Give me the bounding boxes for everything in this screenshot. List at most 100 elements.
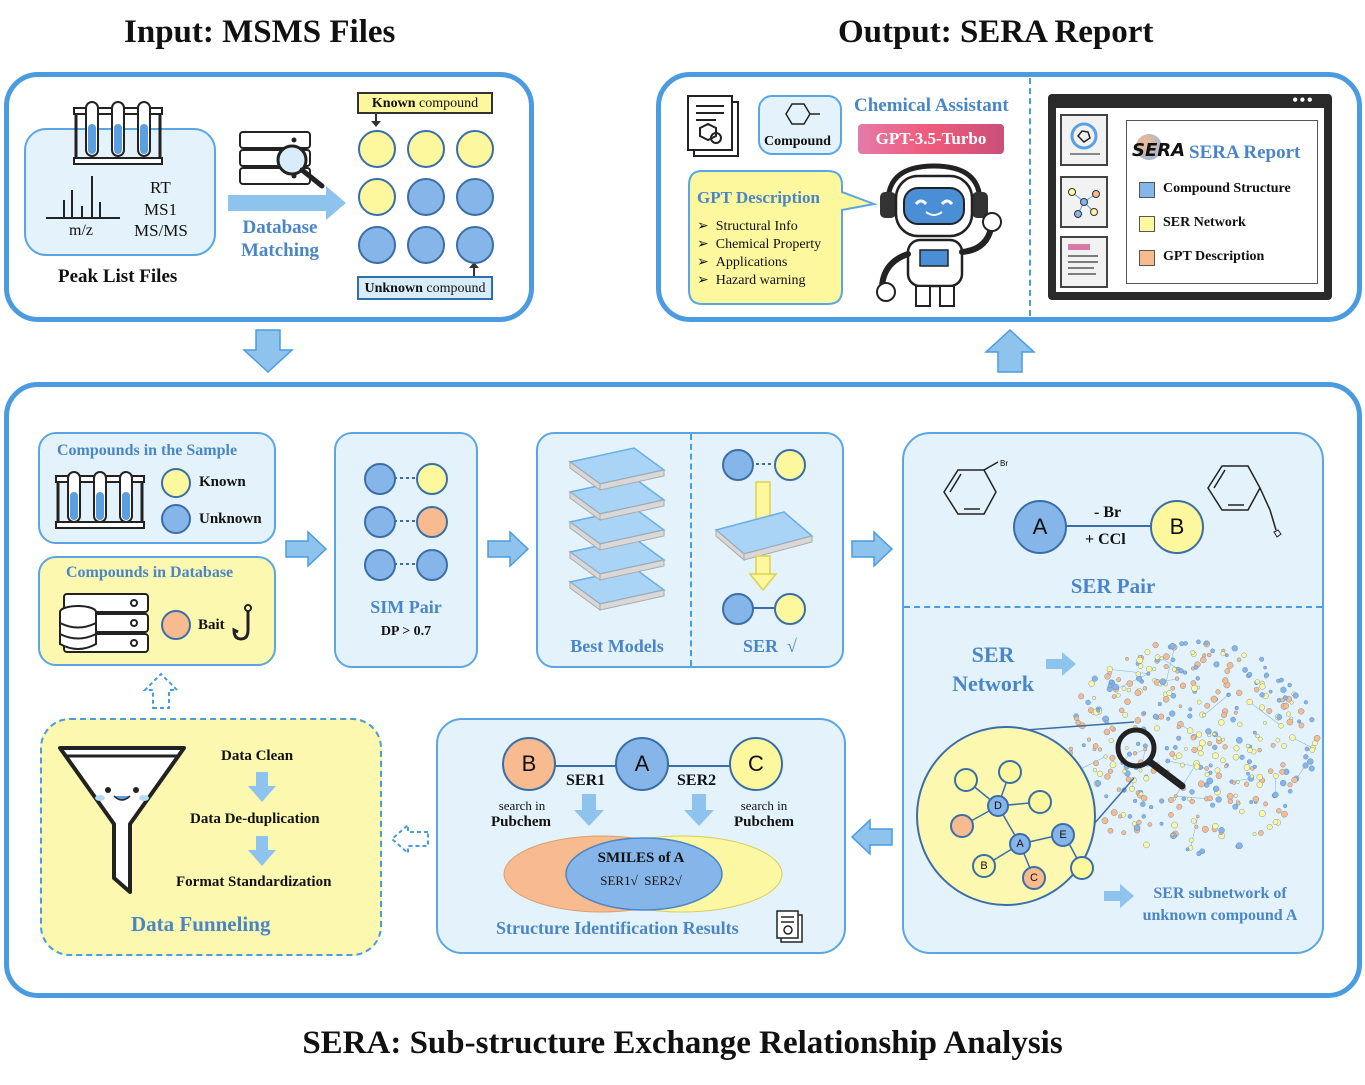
- network-node: [1243, 781, 1250, 787]
- ser-check-label: SER √: [743, 636, 797, 656]
- ser-network-cloud: [1062, 639, 1321, 857]
- network-node: [1112, 683, 1119, 691]
- network-node: [1215, 689, 1221, 695]
- network-node: [1204, 772, 1210, 777]
- network-node: [1257, 736, 1263, 742]
- network-node: [1201, 825, 1209, 833]
- network-node: [1109, 754, 1116, 761]
- network-node: [1236, 737, 1243, 744]
- gpt-description-list: ➢ Structural Info ➢ Chemical Property ➢ …: [697, 218, 821, 290]
- list-item: ➢ Hazard warning: [697, 273, 806, 288]
- network-node: [1111, 694, 1117, 699]
- network-node: [1193, 664, 1199, 670]
- network-node: [1116, 677, 1122, 682]
- network-node: [1124, 746, 1129, 750]
- network-node: [1138, 791, 1144, 797]
- window-menu-icon: •••: [1292, 90, 1314, 110]
- network-node: [1280, 686, 1287, 693]
- network-node: [1124, 698, 1131, 705]
- benzyl-chloride-icon: [1207, 465, 1282, 538]
- rt-label: RT: [150, 178, 171, 197]
- pair-node-a: A: [1013, 500, 1067, 554]
- network-node: [1246, 771, 1250, 776]
- unknown-compound-circle: [364, 506, 396, 538]
- network-node: [1178, 668, 1184, 674]
- network-node: [1170, 692, 1177, 699]
- network-node: [1287, 682, 1292, 688]
- network-node: [1176, 803, 1183, 810]
- network-node: [1236, 780, 1240, 784]
- compound-label: Compound: [764, 134, 831, 149]
- output-divider: [1029, 78, 1031, 316]
- network-node: [1313, 734, 1321, 742]
- structure-thumb-icon: [1070, 122, 1100, 155]
- network-node: [1126, 680, 1133, 687]
- network-node: [1233, 745, 1240, 752]
- best-models-label: Best Models: [570, 636, 664, 656]
- network-node: [1278, 723, 1284, 729]
- network-node: [1190, 680, 1197, 686]
- chemical-assistant-label: Chemical Assistant: [854, 95, 1009, 116]
- sample-title: Compounds in the Sample: [57, 442, 238, 459]
- network-node: [1212, 822, 1219, 830]
- network-node: [1169, 710, 1176, 717]
- network-node: [1281, 810, 1288, 818]
- network-node: [1283, 803, 1288, 808]
- network-node: [1197, 780, 1205, 788]
- network-node: [1169, 751, 1175, 757]
- network-node: [1091, 675, 1098, 682]
- sera-logo-text: SERA: [1132, 140, 1186, 161]
- peak-list-label: Peak List Files: [58, 266, 178, 287]
- network-node: [1279, 779, 1287, 787]
- network-node: [1165, 758, 1170, 764]
- network-node: [1170, 685, 1176, 691]
- network-node: [1272, 773, 1279, 779]
- report-thumb-structure: [1060, 114, 1108, 166]
- network-node: [1239, 754, 1245, 760]
- sim-pair-links: [394, 477, 418, 565]
- network-node: [1107, 768, 1114, 774]
- network-node: [1189, 789, 1195, 795]
- network-node: [1109, 761, 1117, 769]
- ms1-label: MS1: [144, 200, 178, 219]
- network-node: [1159, 678, 1167, 686]
- network-node: [1286, 711, 1292, 717]
- network-node: [1213, 661, 1220, 668]
- network-node: [1210, 802, 1216, 808]
- network-node: [1166, 716, 1171, 721]
- network-node: [1141, 795, 1148, 802]
- legend-structure: Compound Structure: [1163, 181, 1291, 196]
- network-node: [1215, 796, 1222, 803]
- gpt-description-bubble: [688, 170, 878, 305]
- network-node: [1132, 751, 1138, 756]
- unknown-label: Unknown: [199, 511, 262, 527]
- network-node: [1227, 798, 1234, 805]
- network-node: [1246, 759, 1252, 765]
- network-node: [1163, 664, 1169, 670]
- unknown-compound-circle: [358, 226, 396, 264]
- arrow-down-icon: [574, 794, 604, 826]
- network-node: [1287, 789, 1293, 794]
- network-node: [1195, 814, 1200, 819]
- network-node: [1236, 689, 1243, 697]
- bromobenzene-icon: Br: [943, 459, 1008, 515]
- robot-icon: [876, 163, 1002, 307]
- network-node: [1107, 683, 1113, 689]
- known-compound-circle: [407, 130, 445, 168]
- network-node: [1191, 684, 1198, 692]
- network-node: [1256, 781, 1263, 788]
- network-node: [1142, 686, 1148, 691]
- network-node: [1149, 804, 1154, 810]
- arrow-down-icon: [242, 329, 294, 374]
- unknown-compound-circle: [407, 178, 445, 216]
- dashed-arrow-left-icon: [390, 822, 429, 856]
- network-node: [1078, 693, 1085, 700]
- network-node: [1153, 725, 1160, 732]
- network-node: [1108, 738, 1114, 744]
- network-node-b: B: [972, 854, 996, 878]
- network-node: [1286, 718, 1294, 726]
- network-node: [1196, 699, 1202, 705]
- network-node-d: D: [987, 795, 1009, 817]
- network-node: [1287, 782, 1293, 788]
- footer-title: SERA: Sub-structure Exchange Relationshi…: [302, 1025, 1063, 1061]
